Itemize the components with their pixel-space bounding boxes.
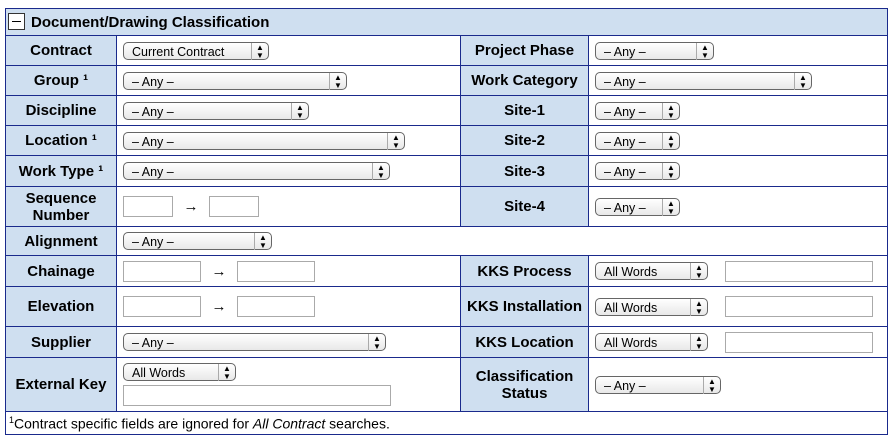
kks-process-input[interactable] [725,260,873,282]
work-type-select[interactable]: – Any – ▲▼ [123,162,390,181]
collapse-toggle-icon[interactable] [8,13,25,30]
site3-value: – Any – [604,165,646,180]
site2-value: – Any – [604,134,646,149]
updown-icon: ▲▼ [662,132,679,150]
classification-table: Document/Drawing Classification Contract… [5,8,888,435]
updown-icon: ▲▼ [218,364,235,382]
contract-label: Contract [5,35,117,66]
kks-process-label: KKS Process [460,255,589,287]
classification-status-select[interactable]: – Any – ▲▼ [595,375,721,394]
alignment-value: – Any – [132,235,174,250]
chainage-to-input[interactable] [237,260,315,282]
site1-value: – Any – [604,104,646,119]
site2-select[interactable]: – Any – ▲▼ [595,131,680,150]
site1-label: Site-1 [460,95,589,126]
updown-icon: ▲▼ [662,198,679,216]
discipline-select[interactable]: – Any – ▲▼ [123,101,309,120]
site4-value: – Any – [604,200,646,215]
alignment-select[interactable]: – Any – ▲▼ [123,232,272,251]
alignment-label: Alignment [5,226,117,256]
kks-location-input[interactable] [725,331,873,353]
discipline-value: – Any – [132,104,174,119]
project-phase-label: Project Phase [460,35,589,66]
group-value: – Any – [132,74,174,89]
external-key-mode-select[interactable]: All Words ▲▼ [123,363,236,382]
location-label: Location ¹ [5,125,117,156]
elevation-label: Elevation [5,286,117,327]
group-select[interactable]: – Any – ▲▼ [123,71,347,90]
kks-location-mode: All Words [604,336,658,350]
kks-location-mode-select[interactable]: All Words ▲▼ [595,333,708,351]
sequence-label: Sequence Number [5,186,117,227]
footnote-emphasis: All Contract [252,415,326,432]
updown-icon: ▲▼ [794,72,811,90]
kks-process-mode: All Words [604,265,658,279]
site2-label: Site-2 [460,125,589,156]
work-type-label: Work Type ¹ [5,155,117,187]
chainage-label: Chainage [5,255,117,287]
classification-status-label: Classification Status [460,357,589,412]
footnote-mark: 1 [9,414,15,425]
updown-icon: ▲▼ [329,72,346,90]
kks-installation-input[interactable] [725,296,873,317]
updown-icon: ▲▼ [662,102,679,120]
updown-icon: ▲▼ [690,263,707,280]
kks-installation-mode: All Words [604,300,658,315]
kks-installation-mode-select[interactable]: All Words ▲▼ [595,297,708,316]
updown-icon: ▲▼ [254,233,271,251]
sequence-to-input[interactable] [209,196,259,217]
updown-icon: ▲▼ [372,163,389,181]
location-value: – Any – [132,134,174,149]
section-title: Document/Drawing Classification [31,14,270,31]
site3-label: Site-3 [460,155,589,187]
project-phase-select[interactable]: – Any – ▲▼ [595,41,714,60]
site4-select[interactable]: – Any – ▲▼ [595,197,680,216]
updown-icon: ▲▼ [690,298,707,316]
updown-icon: ▲▼ [387,132,404,150]
contract-value: Current Contract [132,44,225,59]
project-phase-value: – Any – [604,44,646,59]
work-category-label: Work Category [460,65,589,96]
sequence-from-input[interactable] [123,196,173,217]
updown-icon: ▲▼ [690,334,707,351]
discipline-label: Discipline [5,95,117,126]
work-category-select[interactable]: – Any – ▲▼ [595,71,812,90]
site1-select[interactable]: – Any – ▲▼ [595,101,680,120]
footnote-text-end: searches. [325,415,390,432]
site3-select[interactable]: – Any – ▲▼ [595,162,680,181]
updown-icon: ▲▼ [368,334,385,352]
external-key-mode: All Words [132,366,186,381]
supplier-label: Supplier [5,326,117,358]
elevation-from-input[interactable] [123,296,201,317]
footnote-text: Contract specific fields are ignored for [14,415,253,432]
arrow-icon: → [183,198,199,215]
kks-process-mode-select[interactable]: All Words ▲▼ [595,262,708,280]
kks-location-label: KKS Location [460,326,589,358]
group-label: Group ¹ [5,65,117,96]
location-select[interactable]: – Any – ▲▼ [123,131,405,150]
updown-icon: ▲▼ [662,163,679,181]
chainage-from-input[interactable] [123,260,201,282]
external-key-input[interactable] [123,385,391,407]
arrow-icon: → [211,262,227,280]
supplier-select[interactable]: – Any – ▲▼ [123,333,386,352]
classification-status-value: – Any – [604,378,646,393]
supplier-value: – Any – [132,336,174,351]
elevation-to-input[interactable] [237,296,315,317]
work-type-value: – Any – [132,165,174,180]
footnote: 1Contract specific fields are ignored fo… [5,411,888,435]
arrow-icon: → [211,298,227,315]
contract-select[interactable]: Current Contract ▲▼ [123,41,269,60]
updown-icon: ▲▼ [291,102,308,120]
updown-icon: ▲▼ [703,376,720,394]
updown-icon: ▲▼ [251,42,268,60]
external-key-label: External Key [5,357,117,412]
work-category-value: – Any – [604,74,646,89]
updown-icon: ▲▼ [696,42,713,60]
site4-label: Site-4 [460,186,589,227]
section-header: Document/Drawing Classification [5,8,888,36]
kks-installation-label: KKS Installation [460,286,589,327]
